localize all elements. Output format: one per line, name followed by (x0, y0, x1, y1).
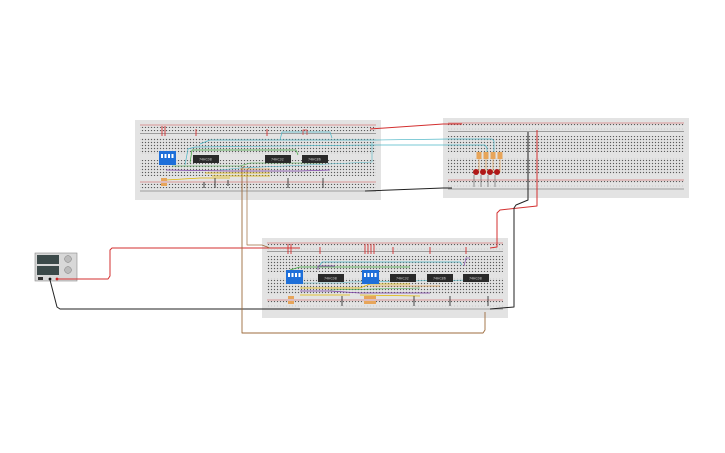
chip-label: 74HC08 (199, 157, 212, 161)
wires (49, 123, 538, 334)
power-supply-icon[interactable] (34, 252, 78, 282)
chip-label: 74HC86 (308, 157, 321, 161)
chip-bottom-2[interactable]: 74HC86 (427, 274, 453, 282)
chip-top-1[interactable]: 74HC32 (265, 155, 291, 163)
chip-label: 74HC08 (469, 276, 482, 280)
chip-label: 74HC08 (324, 276, 337, 280)
dip-switch-icon[interactable] (362, 270, 379, 284)
breadboard-bottom[interactable] (262, 238, 508, 318)
dip-switch-icon[interactable] (286, 270, 303, 284)
led-icon[interactable] (473, 152, 503, 187)
chip-label: 74HC32 (396, 276, 409, 280)
jumpers (161, 126, 489, 306)
chip-top-2[interactable]: 74HC86 (302, 155, 328, 163)
chip-top-0[interactable]: 74HC08 (193, 155, 219, 163)
breadboard-top-right[interactable] (443, 118, 689, 198)
dip-switch-icon[interactable] (159, 151, 176, 165)
chip-bottom-3[interactable]: 74HC08 (463, 274, 489, 282)
chip-bottom-1[interactable]: 74HC32 (390, 274, 416, 282)
chip-bottom-0[interactable]: 74HC08 (318, 274, 344, 282)
chip-label: 74HC86 (433, 276, 446, 280)
resistor-icon[interactable] (161, 178, 376, 304)
chip-label: 74HC32 (271, 157, 284, 161)
